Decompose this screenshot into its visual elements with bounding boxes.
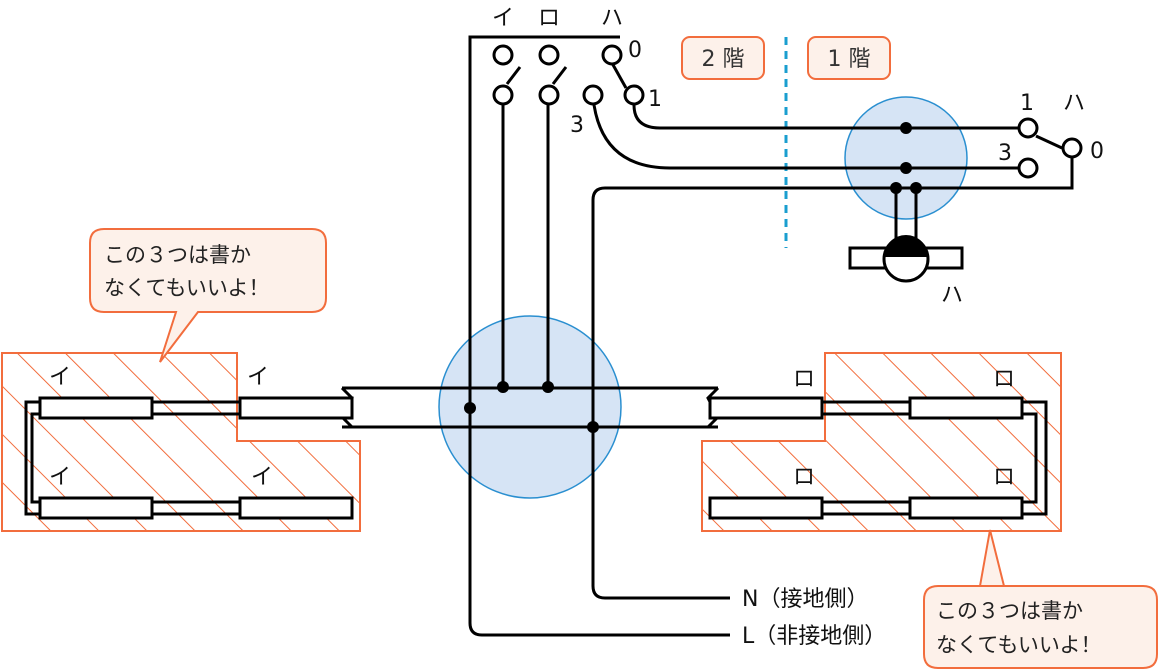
fixture-i-4 (238, 396, 354, 420)
link-right (1022, 412, 1038, 504)
link-right (1022, 400, 1048, 516)
callout-right-line2: なくてもいいよ！ (936, 633, 1101, 657)
junction-dot (587, 421, 599, 433)
switch-label-ha: ハ (601, 6, 623, 31)
fixture-ro-1 (708, 396, 824, 420)
switch-ha-blade (610, 62, 628, 89)
junction-dot (497, 381, 509, 393)
callout-left (89, 228, 327, 363)
fixture-label-ro: ロ (993, 465, 1015, 490)
fixture-i-3 (238, 496, 354, 520)
terminal-right-1 (1017, 117, 1039, 139)
floor-label-box-1 (807, 36, 891, 80)
switch-label-ro: ロ (538, 6, 560, 31)
terminal-ha-3 (582, 84, 604, 106)
fixture-label-i: イ (49, 365, 71, 390)
terminal-ro-bottom (538, 84, 560, 106)
terminal-label-0: 0 (628, 38, 642, 63)
terminal-right-label-0: 0 (1090, 139, 1104, 164)
fixture-label-ro: ロ (793, 367, 815, 392)
fixture-label-i: イ (251, 465, 273, 490)
terminal-right-label-3: 3 (998, 141, 1012, 166)
callout-right (923, 529, 1158, 669)
link-left (24, 400, 40, 516)
fixture-label-ro: ロ (793, 465, 815, 490)
junction-box-main (438, 315, 622, 499)
fixture-label-i: イ (247, 365, 269, 390)
supply-label-neutral: N（接地側） (742, 587, 868, 612)
terminal-i-top (492, 44, 514, 66)
callout-right-line1: この３つは書か (936, 599, 1083, 623)
terminal-right-label-1: 1 (1020, 91, 1034, 116)
wire-line-L (468, 35, 730, 637)
terminal-label-1: 1 (648, 87, 662, 112)
fixture-i-1 (38, 396, 154, 420)
fixture-label-ro: ロ (993, 367, 1015, 392)
switch-right-label: ハ (1063, 91, 1085, 116)
wire-traveler-3 (591, 96, 1026, 170)
junction-box-upper (844, 96, 968, 220)
callout-left-line2: なくてもいいよ！ (104, 276, 269, 300)
switch-right-blade (1035, 134, 1063, 150)
terminal-ha-1 (623, 84, 645, 106)
floor-label-1: 1 階 (828, 47, 871, 72)
fixture-label-i: イ (49, 465, 71, 490)
terminal-right-3 (1017, 157, 1039, 179)
wire-traveler-1 (632, 98, 1026, 130)
switch-label-i: イ (492, 6, 514, 31)
switch-i-blade (505, 66, 522, 85)
terminal-right-0 (1061, 137, 1083, 159)
fixture-ro-3 (708, 496, 824, 520)
switch-ro-blade (551, 66, 568, 85)
supply-label-line: L（非接地側） (742, 624, 886, 649)
terminal-ro-top (538, 44, 560, 66)
wire-neutral-N (591, 148, 1074, 600)
junction-dot (890, 182, 902, 194)
terminal-ha-0 (601, 44, 623, 66)
lamp-ha (848, 235, 964, 283)
terminal-label-3: 3 (570, 113, 584, 138)
junction-dot (910, 182, 922, 194)
floor-label-2: 2 階 (702, 47, 745, 72)
fixture-ro-4 (908, 496, 1024, 520)
junction-dot (900, 122, 912, 134)
fixture-i-2 (38, 496, 154, 520)
lamp-label: ハ (941, 283, 963, 308)
terminal-i-bottom (492, 84, 514, 106)
callout-left-line1: この３つは書か (104, 243, 251, 267)
junction-dot (900, 162, 912, 174)
link-left (30, 412, 40, 504)
fixture-ro-2 (908, 396, 1024, 420)
floor-label-box-2 (681, 36, 765, 80)
junction-dot (542, 381, 554, 393)
junction-dot (464, 402, 476, 414)
